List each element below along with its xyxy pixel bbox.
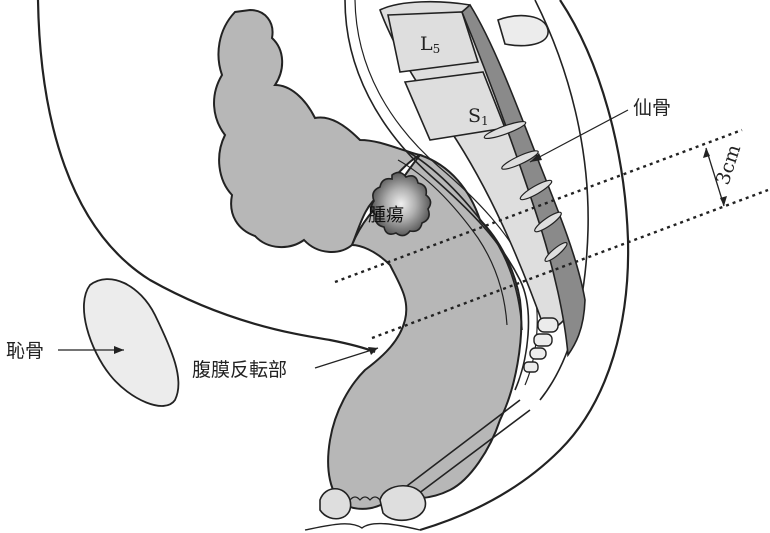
label-peritoneal-reflection: 腹膜反転部 [192,359,287,381]
perineum-floor [305,524,420,530]
label-sacrum: 仙骨 [633,97,671,119]
label-pubis: 恥骨 [6,340,44,362]
coccyx-segment-4 [524,362,538,372]
label-tumor: 腫瘍 [368,205,404,226]
coccyx-segment-1 [538,318,558,332]
coccyx-segment-3 [530,348,546,359]
posterior-bone-bump [498,16,548,46]
pubic-bone [84,279,179,406]
reflection-pointer [315,348,378,368]
perineal-left [320,489,351,519]
perineal-right [380,486,425,521]
sacrum-pointer [530,110,628,162]
coccyx-segment-2 [534,334,552,346]
label-distance: 3cm [712,142,746,188]
reflection-pointer-head [368,347,378,355]
